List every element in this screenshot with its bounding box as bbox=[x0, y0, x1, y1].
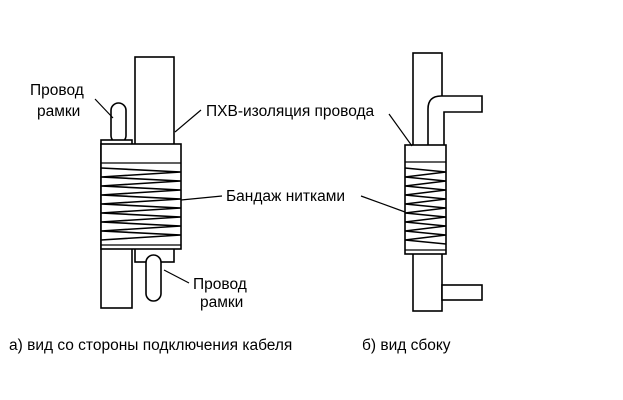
label-thread-bandage: Бандаж нитками bbox=[226, 188, 345, 205]
label-frame-wire-bottom-2: рамки bbox=[200, 294, 243, 311]
conductor-stub-bottom bbox=[441, 284, 483, 301]
frame-wire-top bbox=[110, 102, 127, 144]
leader-pvc bbox=[174, 109, 202, 133]
caption-view-a: а) вид со стороны подключения кабеля bbox=[9, 337, 292, 354]
leader-frame-wire-bottom bbox=[163, 269, 190, 284]
frame-wire-bottom bbox=[145, 254, 162, 302]
label-frame-wire-top-2: рамки bbox=[37, 103, 80, 120]
view-a bbox=[94, 56, 223, 309]
leader-frame-wire-top bbox=[94, 98, 114, 119]
label-pvc-insulation: ПХВ-изоляция провода bbox=[206, 103, 375, 120]
leader-bandage-b bbox=[360, 195, 406, 213]
thread-winding-b bbox=[404, 167, 447, 245]
thread-winding-a bbox=[100, 167, 182, 241]
caption-view-b: б) вид сбоку bbox=[362, 337, 451, 354]
label-frame-wire-top-1: Провод bbox=[30, 82, 84, 99]
leader-pvc-b bbox=[388, 113, 413, 147]
view-b bbox=[360, 52, 483, 312]
leader-bandage-a bbox=[180, 195, 223, 201]
label-frame-wire-bottom-1: Провод bbox=[193, 276, 247, 293]
